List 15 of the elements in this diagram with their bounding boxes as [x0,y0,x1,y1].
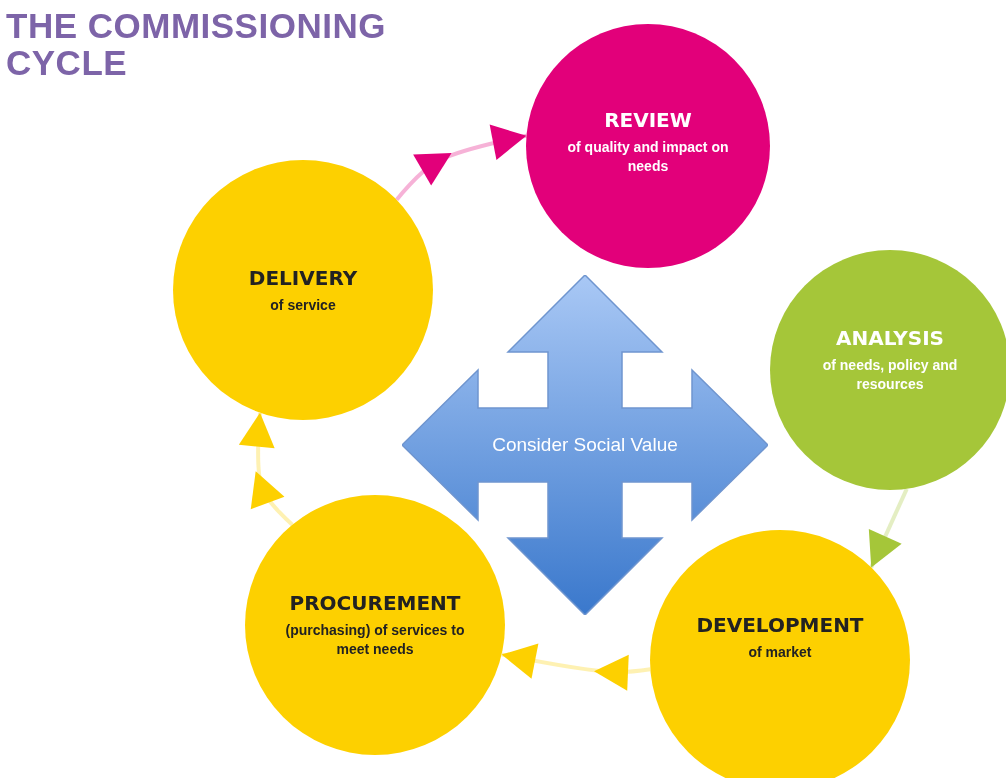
cycle-arrow [395,124,527,202]
cycle-arrow [239,412,294,527]
stage-heading: Consider Social Value [492,434,678,456]
stage-heading: REVIEW [604,108,692,133]
stage-description: of market [748,643,812,662]
stage-heading: PROCUREMENT [289,591,461,616]
stage-description: of service [270,295,336,315]
stage-heading: DELIVERY [248,265,358,290]
title: THE COMMISSIONING CYCLE [6,8,387,82]
stage-description: of needs, policy and resources [821,356,959,394]
cycle-arrow [501,643,651,691]
stage-heading: ANALYSIS [835,326,945,351]
stage-heading: DEVELOPMENT [696,613,864,638]
stage-description: (purchasing) of services to meet needs [284,621,466,659]
stage-description: of quality and impact on needs [566,138,730,176]
